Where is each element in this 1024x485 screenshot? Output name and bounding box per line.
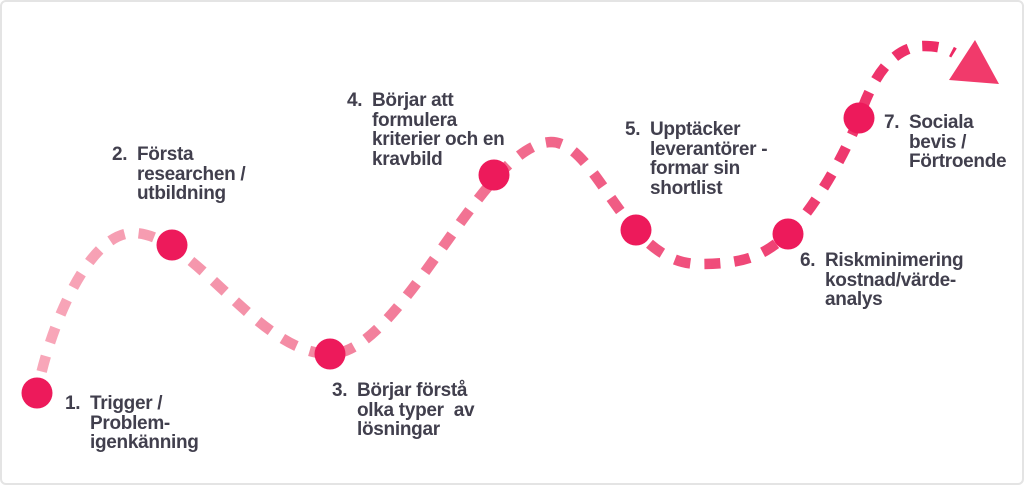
step-label-2: 2. Första researchen / utbildning — [112, 144, 246, 204]
step-number: 3. — [332, 380, 348, 401]
step-label-5: 5. Upptäcker leverantörer - formar sin s… — [625, 119, 768, 199]
step-dot-4 — [478, 159, 510, 191]
step-number: 4. — [347, 90, 363, 111]
step-number: 6. — [800, 250, 816, 271]
step-dot-2 — [156, 229, 188, 261]
step-text: Sociala bevis / Förtroende — [909, 112, 1007, 172]
step-text: Upptäcker leverantörer - formar sin shor… — [650, 119, 768, 199]
step-text: Börjar förstå olka typer av lösningar — [357, 380, 475, 440]
step-number: 5. — [625, 119, 641, 140]
step-text: Riskminimering kostnad/värde- analys — [825, 250, 964, 310]
step-label-1: 1. Trigger / Problem- igenkänning — [65, 394, 199, 453]
step-label-6: 6. Riskminimering kostnad/värde- analys — [800, 250, 964, 310]
step-label-3: 3. Börjar förstå olka typer av lösningar — [332, 380, 475, 440]
step-dot-3 — [314, 338, 346, 370]
step-label-7: 7. Sociala bevis / Förtroende — [884, 112, 1007, 172]
arrowhead-icon — [949, 40, 999, 84]
step-dot-1 — [21, 377, 53, 409]
step-dot-6 — [772, 218, 804, 250]
step-text: Första researchen / utbildning — [137, 144, 246, 204]
step-dot-5 — [620, 214, 652, 246]
step-number: 1. — [65, 393, 81, 414]
step-label-4: 4. Börjar att formulera kriterier och en… — [347, 90, 505, 170]
step-number: 7. — [884, 112, 900, 133]
step-text: Trigger / Problem- igenkänning — [90, 393, 199, 453]
step-text: Börjar att formulera kriterier och en kr… — [372, 90, 505, 170]
step-dot-7 — [843, 102, 875, 134]
step-number: 2. — [112, 144, 128, 165]
